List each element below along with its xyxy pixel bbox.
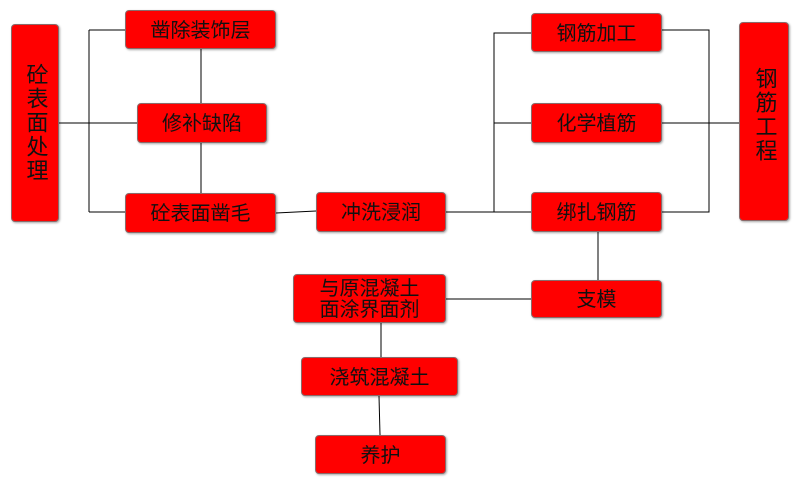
connector-roughen-rinse bbox=[275, 210, 317, 214]
connector-far-right-bracket bbox=[662, 29, 710, 213]
node-interface-agent-line1: 与原混凝土 bbox=[319, 275, 420, 300]
node-chemical-anchoring-label: 化学植筋 bbox=[556, 111, 637, 135]
node-interface-agent-line2: 面涂界面剂 bbox=[319, 296, 420, 321]
node-surface-treatment: 砼表面处理 bbox=[11, 24, 59, 222]
node-formwork: 支模 bbox=[531, 280, 662, 318]
node-rebar-works: 钢筋工程 bbox=[739, 22, 789, 221]
node-tie-rebar-label: 绑扎钢筋 bbox=[556, 200, 637, 224]
node-rinse-soak-label: 冲洗浸润 bbox=[341, 200, 421, 224]
node-curing-label: 养护 bbox=[360, 442, 401, 467]
node-chisel-decoration: 凿除装饰层 bbox=[125, 10, 276, 49]
node-roughen-surface-label: 砼表面凿毛 bbox=[150, 201, 251, 225]
node-repair-defects-label: 修补缺陷 bbox=[162, 111, 242, 135]
node-surface-treatment-label: 砼表面处理 bbox=[22, 63, 48, 183]
node-rebar-works-label: 钢筋工程 bbox=[751, 67, 777, 163]
node-roughen-surface: 砼表面凿毛 bbox=[125, 193, 276, 233]
node-pour-concrete-label: 浇筑混凝土 bbox=[329, 364, 430, 389]
node-interface-agent: 与原混凝土 面涂界面剂 bbox=[293, 274, 446, 323]
node-tie-rebar: 绑扎钢筋 bbox=[531, 192, 662, 232]
node-formwork-label: 支模 bbox=[576, 287, 617, 311]
node-rebar-processing: 钢筋加工 bbox=[531, 13, 662, 52]
node-pour-concrete: 浇筑混凝土 bbox=[301, 357, 458, 396]
node-rebar-processing-label: 钢筋加工 bbox=[556, 20, 637, 45]
connector-right-bracket bbox=[493, 32, 531, 212]
node-chemical-anchoring: 化学植筋 bbox=[531, 103, 662, 143]
node-repair-defects: 修补缺陷 bbox=[137, 103, 267, 143]
connector-pour-cure bbox=[378, 395, 381, 436]
node-rinse-soak: 冲洗浸润 bbox=[316, 192, 446, 232]
node-chisel-decoration-label: 凿除装饰层 bbox=[150, 17, 251, 42]
node-curing: 养护 bbox=[315, 435, 446, 474]
